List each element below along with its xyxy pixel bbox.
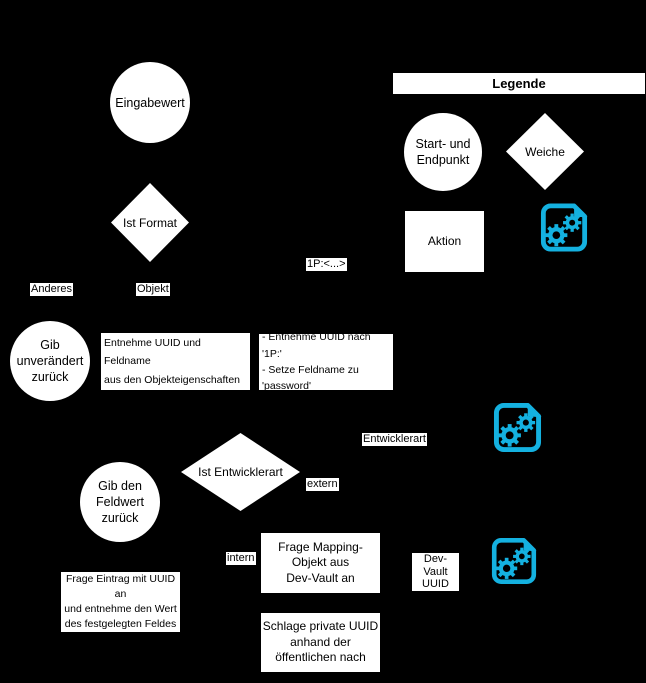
action-schlage-private-uuid: Schlage private UUID anhand der öffentli… (261, 613, 380, 672)
branch-label-anderes: Anderes (30, 283, 73, 296)
branch-label-extern: extern (306, 478, 339, 491)
legend-start-endpunkt: Start- und Endpunkt (404, 113, 482, 191)
legend-weiche: Weiche (506, 113, 584, 190)
node-ist-entwicklerart: Ist Entwicklerart (181, 433, 300, 511)
label-entwicklerart: Entwicklerart (362, 433, 427, 446)
action-entnehme-uuid-1p: - Entnehme UUID nach '1P:' - Setze Feldn… (259, 331, 393, 392)
label-dev-vault-uuid: Dev-Vault UUID (412, 553, 459, 591)
gears-document-icon (491, 536, 537, 586)
action-entnehme-uuid-feldname: Entnehme UUID und Feldname aus den Objek… (101, 333, 250, 390)
action-frage-mapping-objekt: Frage Mapping- Objekt aus Dev-Vault an (261, 533, 380, 593)
action-frage-eintrag-uuid: Frage Eintrag mit UUID an und entnehme d… (61, 572, 180, 632)
node-ist-format: Ist Format (111, 183, 189, 262)
node-gib-feldwert-zurueck: Gib den Feldwert zurück (80, 462, 160, 542)
branch-label-intern: intern (226, 552, 256, 565)
legend-aktion: Aktion (405, 211, 484, 272)
branch-label-1p: 1P:<...> (306, 258, 347, 271)
branch-label-objekt: Objekt (136, 283, 170, 296)
gears-document-icon (540, 202, 588, 253)
node-gib-unveraendert-zurueck: Gib unverändert zurück (10, 321, 90, 401)
legend-title: Legende (393, 73, 645, 94)
node-eingabewert: Eingabewert (110, 62, 190, 143)
gears-document-icon (493, 402, 542, 453)
